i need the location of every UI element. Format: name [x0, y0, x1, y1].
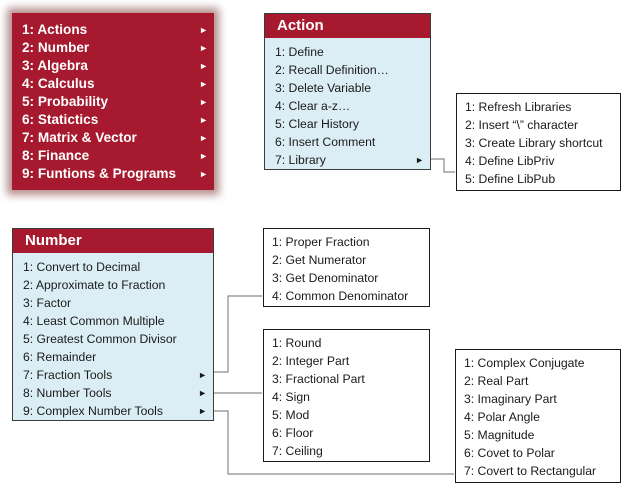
main-menu-item-number[interactable]: 2: Number ► — [12, 39, 214, 57]
menu-item-label: 8: Finance — [22, 148, 90, 163]
main-menu: 1: Actions ► 2: Number ► 3: Algebra ► 4: Ca… — [12, 13, 214, 190]
menu-item-label: 2: Recall Definition… — [275, 63, 389, 77]
number-item-complex-tools[interactable]: 9: Complex Number Tools ► — [13, 402, 213, 420]
number-item-fraction-tools[interactable]: 7: Fraction Tools ► — [13, 366, 213, 384]
main-menu-item-probability[interactable]: 5: Probability ► — [12, 93, 214, 111]
triangle-right-icon: ► — [198, 370, 207, 380]
number-item-lcm[interactable]: 4: Least Common Multiple — [13, 312, 213, 330]
menu-item-label: 2: Approximate to Fraction — [23, 278, 166, 292]
main-menu-item-algebra[interactable]: 3: Algebra ► — [12, 57, 214, 75]
menu-item-label: 7: Library — [275, 153, 326, 167]
number-item-factor[interactable]: 3: Factor — [13, 294, 213, 312]
complex-item-real-part[interactable]: 2: Real Part — [464, 374, 529, 388]
menu-item-label: 9: Funtions & Programs — [22, 166, 177, 181]
number-tools-item-ceiling[interactable]: 7: Ceiling — [272, 444, 323, 458]
fraction-tools-submenu: 1: Proper Fraction 2: Get Numerator 3: G… — [263, 228, 430, 307]
menu-item-label: 3: Delete Variable — [275, 81, 371, 95]
number-menu-title: Number — [13, 229, 213, 253]
complex-item-to-rectangular[interactable]: 7: Covert to Rectangular — [464, 464, 597, 478]
menu-item-label: 8: Number Tools — [23, 386, 112, 400]
triangle-right-icon: ► — [199, 61, 208, 71]
number-tools-item-integer-part[interactable]: 2: Integer Part — [272, 354, 350, 368]
number-item-number-tools[interactable]: 8: Number Tools ► — [13, 384, 213, 402]
menu-item-label: 6: Insert Comment — [275, 135, 376, 149]
connector-complex-tools — [212, 410, 454, 475]
library-item-create-shortcut[interactable]: 3: Create Library shortcut — [465, 136, 603, 150]
number-item-convert-decimal[interactable]: 1: Convert to Decimal — [13, 258, 213, 276]
triangle-right-icon: ► — [199, 169, 208, 179]
menu-item-label: 9: Complex Number Tools — [23, 404, 163, 418]
menu-item-label: 1: Define — [275, 45, 324, 59]
triangle-right-icon: ► — [415, 155, 424, 165]
triangle-right-icon: ► — [199, 151, 208, 161]
action-menu-title: Action — [265, 14, 430, 38]
complex-tools-submenu: 1: Complex Conjugate 2: Real Part 3: Ima… — [455, 349, 621, 483]
connector-library — [430, 158, 455, 173]
triangle-right-icon: ► — [199, 79, 208, 89]
number-tools-item-sign[interactable]: 4: Sign — [272, 390, 310, 404]
triangle-right-icon: ► — [198, 406, 207, 416]
menu-item-label: 7: Fraction Tools — [23, 368, 113, 382]
complex-item-to-polar[interactable]: 6: Covet to Polar — [464, 446, 555, 460]
menu-item-label: 1: Actions — [22, 22, 88, 37]
triangle-right-icon: ► — [199, 43, 208, 53]
triangle-right-icon: ► — [199, 133, 208, 143]
main-menu-item-actions[interactable]: 1: Actions ► — [12, 21, 214, 39]
menu-item-label: 3: Factor — [23, 296, 72, 310]
menu-item-label: 3: Algebra — [22, 58, 88, 73]
menu-item-label: 6: Remainder — [23, 350, 97, 364]
menu-item-label: 6: Statictics — [22, 112, 99, 127]
number-tools-item-fractional-part[interactable]: 3: Fractional Part — [272, 372, 365, 386]
triangle-right-icon: ► — [199, 97, 208, 107]
triangle-right-icon: ► — [198, 388, 207, 398]
action-item-library[interactable]: 7: Library ► — [265, 151, 430, 169]
action-item-recall-definition[interactable]: 2: Recall Definition… — [265, 61, 430, 79]
complex-item-polar-angle[interactable]: 4: Polar Angle — [464, 410, 540, 424]
fraction-item-numerator[interactable]: 2: Get Numerator — [272, 253, 367, 267]
action-item-insert-comment[interactable]: 6: Insert Comment — [265, 133, 430, 151]
menu-item-label: 1: Convert to Decimal — [23, 260, 141, 274]
menu-item-label: 5: Clear History — [275, 117, 359, 131]
number-item-gcd[interactable]: 5: Greatest Common Divisor — [13, 330, 213, 348]
menu-item-label: 2: Number — [22, 40, 90, 55]
number-tools-item-mod[interactable]: 5: Mod — [272, 408, 310, 422]
number-item-approximate-fraction[interactable]: 2: Approximate to Fraction — [13, 276, 213, 294]
connector-fraction-tools — [212, 295, 262, 373]
triangle-right-icon: ► — [199, 115, 208, 125]
fraction-item-proper[interactable]: 1: Proper Fraction — [272, 235, 370, 249]
action-item-delete-variable[interactable]: 3: Delete Variable — [265, 79, 430, 97]
menu-item-label: 7: Matrix & Vector — [22, 130, 137, 145]
library-item-define-libpriv[interactable]: 4: Define LibPriv — [465, 154, 555, 168]
menu-item-label: 5: Probability — [22, 94, 109, 109]
action-menu: Action 1: Define 2: Recall Definition… 3… — [264, 13, 431, 170]
library-submenu: 1: Refresh Libraries 2: Insert “\” chara… — [456, 93, 621, 191]
main-menu-item-statistics[interactable]: 6: Statictics ► — [12, 111, 214, 129]
number-tools-item-floor[interactable]: 6: Floor — [272, 426, 314, 440]
main-menu-item-functions-programs[interactable]: 9: Funtions & Programs ► — [12, 165, 214, 183]
complex-item-magnitude[interactable]: 5: Magnitude — [464, 428, 535, 442]
menu-item-label: 5: Greatest Common Divisor — [23, 332, 177, 346]
main-menu-item-matrix-vector[interactable]: 7: Matrix & Vector ► — [12, 129, 214, 147]
action-item-clear-a-z[interactable]: 4: Clear a-z… — [265, 97, 430, 115]
main-menu-item-finance[interactable]: 8: Finance ► — [12, 147, 214, 165]
menu-item-label: 4: Clear a-z… — [275, 99, 351, 113]
number-tools-submenu: 1: Round 2: Integer Part 3: Fractional P… — [263, 329, 430, 462]
library-item-refresh[interactable]: 1: Refresh Libraries — [465, 100, 572, 114]
library-item-define-libpub[interactable]: 5: Define LibPub — [465, 172, 556, 186]
library-item-insert-character[interactable]: 2: Insert “\” character — [465, 118, 579, 132]
number-tools-item-round[interactable]: 1: Round — [272, 336, 322, 350]
complex-item-imaginary-part[interactable]: 3: Imaginary Part — [464, 392, 557, 406]
complex-item-conjugate[interactable]: 1: Complex Conjugate — [464, 356, 585, 370]
triangle-right-icon: ► — [199, 25, 208, 35]
menu-item-label: 4: Least Common Multiple — [23, 314, 165, 328]
fraction-item-denominator[interactable]: 3: Get Denominator — [272, 271, 379, 285]
action-item-clear-history[interactable]: 5: Clear History — [265, 115, 430, 133]
number-menu: Number 1: Convert to Decimal 2: Approxim… — [12, 228, 214, 421]
main-menu-item-calculus[interactable]: 4: Calculus ► — [12, 75, 214, 93]
menu-item-label: 4: Calculus — [22, 76, 95, 91]
fraction-item-common-denominator[interactable]: 4: Common Denominator — [272, 289, 409, 303]
number-item-remainder[interactable]: 6: Remainder — [13, 348, 213, 366]
action-item-define[interactable]: 1: Define — [265, 43, 430, 61]
